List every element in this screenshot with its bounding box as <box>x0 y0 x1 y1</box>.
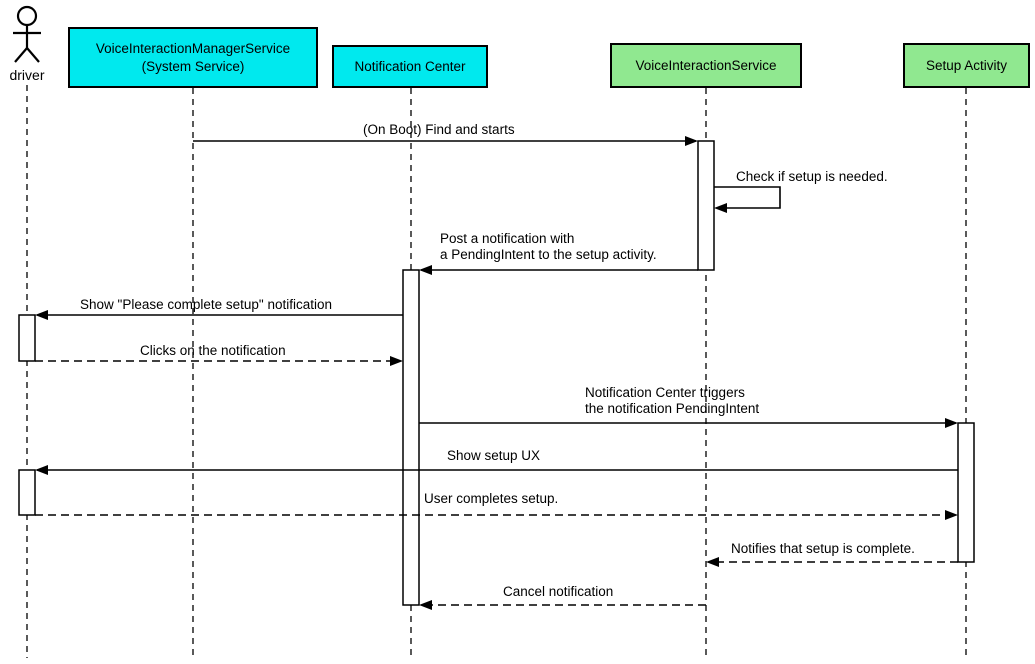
message-label-show-setup-notification: Show "Please complete setup" notificatio… <box>80 297 332 312</box>
activation-driver-1 <box>18 314 36 362</box>
message-label-show-setup-ux: Show setup UX <box>447 448 541 463</box>
message-arrow-on-boot-find-and-starts <box>193 136 698 146</box>
message-label-check-if-setup-needed: Check if setup is needed. <box>736 169 888 184</box>
message-label-trigger-pendingintent: Notification Center triggers the notific… <box>585 385 760 416</box>
message-arrow-post-notification <box>419 265 698 275</box>
activation-voiceinteractionservice <box>697 140 715 271</box>
activation-driver-2 <box>18 469 36 516</box>
participant-label: VoiceInteractionService <box>635 57 777 73</box>
actor-driver-icon <box>13 5 41 63</box>
message-arrow-show-setup-ux <box>35 465 958 475</box>
message-arrow-check-if-setup-needed <box>714 186 781 213</box>
message-arrow-trigger-pendingintent <box>419 418 958 428</box>
message-label-notifies-setup-complete: Notifies that setup is complete. <box>731 541 915 556</box>
participant-setup-activity: Setup Activity <box>903 43 1030 88</box>
participant-label: Notification Center <box>354 58 466 74</box>
message-label-on-boot-find-and-starts: (On Boot) Find and starts <box>363 122 515 137</box>
message-arrow-clicks-notification <box>35 356 403 366</box>
participant-label: Setup Activity <box>925 57 1008 73</box>
message-arrow-notifies-setup-complete <box>706 557 958 567</box>
message-arrow-show-setup-notification <box>35 310 403 320</box>
participant-label: VoiceInteractionManagerService (System S… <box>95 40 291 74</box>
activation-notification-center <box>402 269 420 606</box>
participant-notification-center: Notification Center <box>332 45 488 88</box>
activation-setup-activity <box>957 422 975 563</box>
message-label-post-notification: Post a notification with a PendingIntent… <box>440 231 657 262</box>
message-label-user-completes-setup: User completes setup. <box>424 491 559 506</box>
participant-voiceinteractionservice: VoiceInteractionService <box>610 43 802 88</box>
participant-voiceinteractionmanagerservice: VoiceInteractionManagerService (System S… <box>68 27 318 88</box>
actor-label: driver <box>9 67 45 83</box>
message-arrow-user-completes-setup <box>35 510 958 520</box>
message-label-cancel-notification: Cancel notification <box>503 584 614 599</box>
message-label-clicks-notification: Clicks on the notification <box>140 343 286 358</box>
message-arrow-cancel-notification <box>419 600 706 610</box>
